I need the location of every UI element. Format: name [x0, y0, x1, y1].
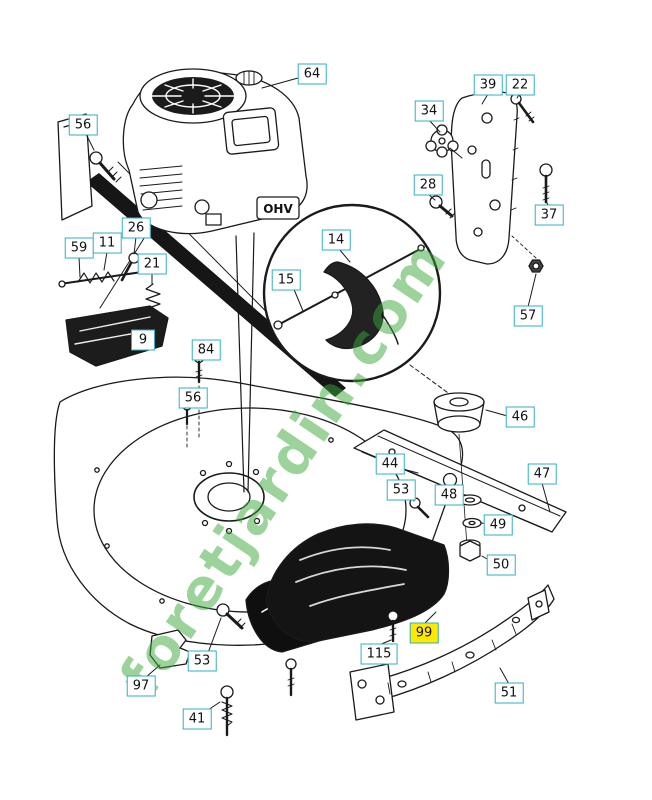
part-label-28[interactable]: 28	[413, 174, 443, 196]
part-label-48[interactable]: 48	[434, 484, 464, 506]
part-label-44[interactable]: 44	[375, 453, 405, 475]
part-label-41[interactable]: 41	[182, 708, 212, 730]
part-label-56[interactable]: 56	[178, 387, 208, 409]
part-label-99[interactable]: 99	[409, 622, 439, 644]
part-label-21[interactable]: 21	[137, 253, 167, 275]
part-label-53[interactable]: 53	[187, 650, 217, 672]
part-label-59[interactable]: 59	[64, 237, 94, 259]
part-label-15[interactable]: 15	[271, 269, 301, 291]
part-label-47[interactable]: 47	[527, 463, 557, 485]
bolt-56-drawing	[89, 151, 122, 183]
part-label-115[interactable]: 115	[360, 643, 398, 665]
part-label-9[interactable]: 9	[131, 329, 155, 351]
part-label-50[interactable]: 50	[486, 554, 516, 576]
engine-badge-text: OHV	[263, 202, 293, 216]
part-label-39[interactable]: 39	[473, 74, 503, 96]
part-label-46[interactable]: 46	[505, 406, 535, 428]
part-label-53[interactable]: 53	[386, 479, 416, 501]
part-label-57[interactable]: 57	[513, 305, 543, 327]
part-label-22[interactable]: 22	[505, 74, 535, 96]
part-label-37[interactable]: 37	[534, 204, 564, 226]
part-label-64[interactable]: 64	[297, 63, 327, 85]
handle-bracket-drawing	[65, 305, 169, 367]
rod-spring-drawing	[58, 252, 161, 320]
part-label-56[interactable]: 56	[68, 114, 98, 136]
part-label-26[interactable]: 26	[121, 217, 151, 239]
discharge-guard-drawing	[245, 523, 450, 653]
bottom-hardware-drawing	[149, 497, 430, 737]
inset-detail-drawing	[262, 203, 442, 383]
part-label-11[interactable]: 11	[92, 232, 122, 254]
part-label-97[interactable]: 97	[126, 675, 156, 697]
bumper-drawing	[349, 584, 555, 721]
part-label-84[interactable]: 84	[191, 339, 221, 361]
part-label-14[interactable]: 14	[321, 229, 351, 251]
part-label-34[interactable]: 34	[414, 100, 444, 122]
engine-drawing: OHV	[122, 68, 308, 235]
right-bracket-drawing	[425, 91, 553, 273]
part-label-49[interactable]: 49	[483, 514, 513, 536]
part-label-51[interactable]: 51	[494, 682, 524, 704]
spindle-stack-drawing	[409, 364, 485, 562]
